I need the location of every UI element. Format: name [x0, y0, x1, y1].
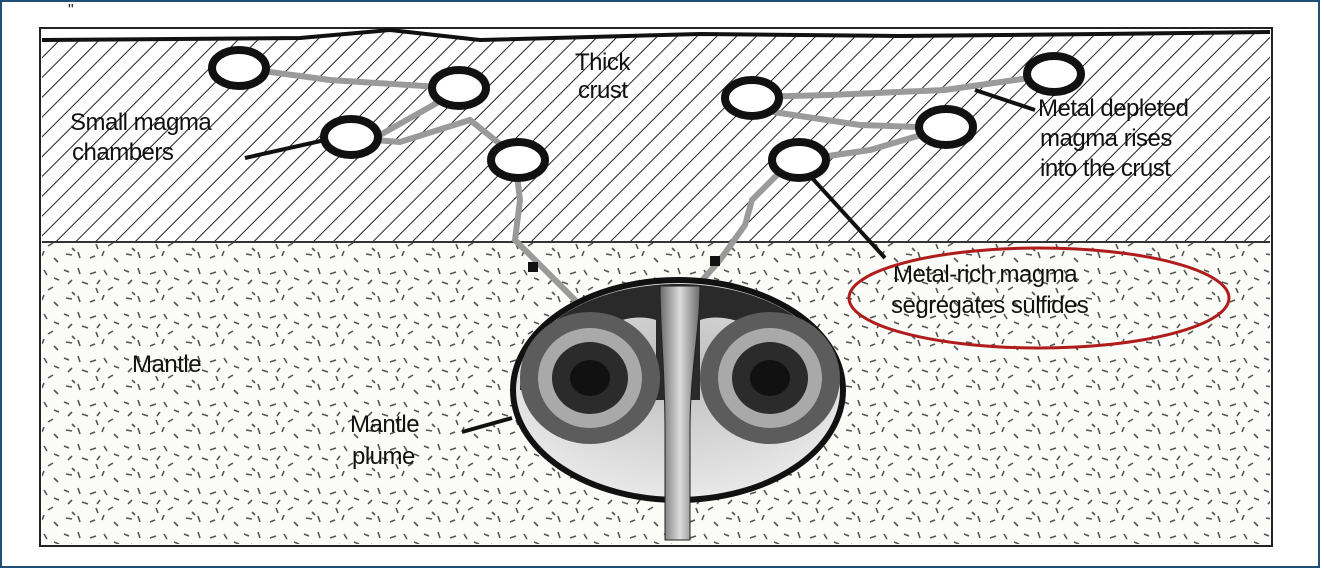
magma-chamber: [1027, 56, 1081, 92]
magma-chamber: [772, 142, 826, 178]
label-small-chambers-line2: chambers: [72, 139, 174, 166]
label-mantle: Mantle: [132, 351, 201, 378]
magma-chamber: [432, 70, 486, 106]
magma-chamber: [491, 142, 545, 178]
magma-chamber: [725, 80, 779, 116]
label-mantle-plume-line1: Mantle: [350, 411, 419, 438]
plume-vortex-left-center: [570, 360, 610, 396]
label-thick-crust-line1: Thick: [575, 49, 631, 76]
magma-chamber: [212, 50, 266, 86]
label-metal-depleted-line3: into the crust: [1040, 155, 1171, 182]
arrowhead: [528, 262, 538, 272]
label-thick-crust-line2: crust: [578, 77, 628, 104]
label-metal-depleted-line1: Metal depleted: [1038, 95, 1188, 122]
label-mantle-plume-line2: plume: [352, 443, 415, 470]
label-metal-depleted-line2: magma rises: [1040, 125, 1172, 152]
label-metal-rich-line1: Metal-rich magma: [893, 261, 1078, 288]
label-metal-rich-line2: segregates sulfides: [891, 292, 1089, 319]
magma-chamber: [324, 119, 378, 155]
arrowhead: [710, 256, 720, 266]
magma-chamber: [919, 109, 973, 145]
plume-vortex-right-center: [750, 360, 790, 396]
label-small-chambers-line1: Small magma: [70, 109, 212, 136]
